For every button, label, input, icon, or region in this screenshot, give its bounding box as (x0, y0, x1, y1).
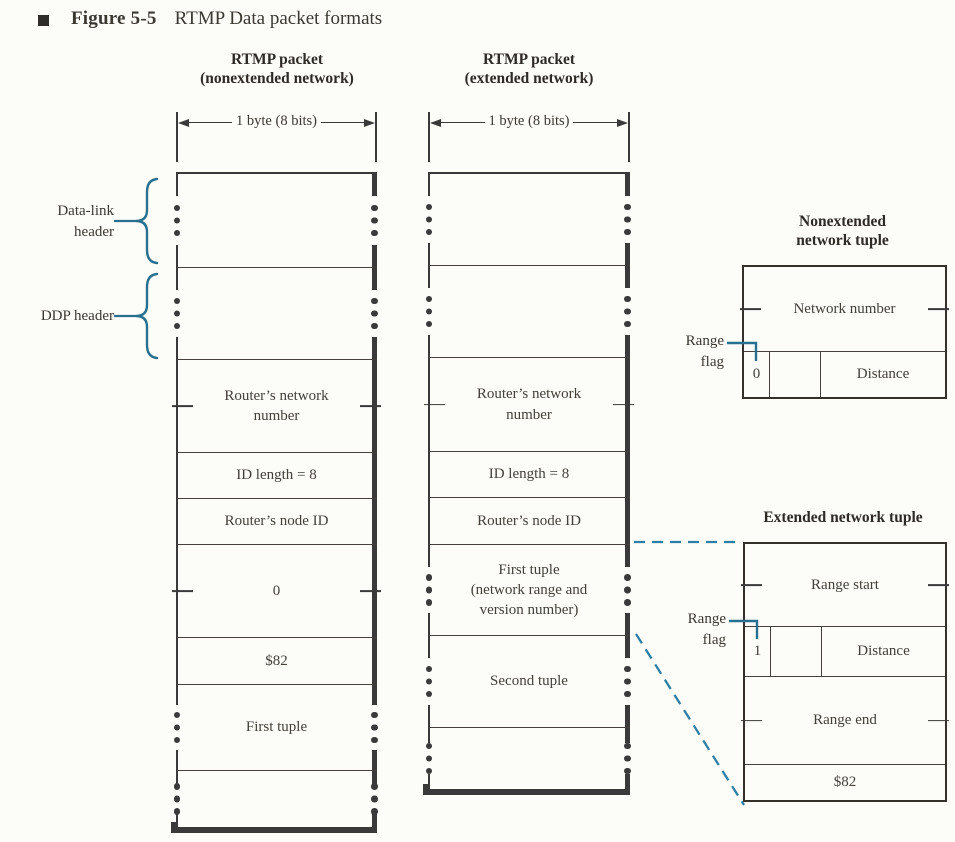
reserved-cell (770, 627, 821, 676)
arrow-endbar (628, 112, 630, 162)
ellipsis-dots-icon (624, 295, 631, 302)
distance-cell: Distance (821, 627, 945, 676)
field-ddp-body (173, 267, 378, 359)
range-flag-label-nonextended: Range flag (685, 333, 724, 370)
arrow-endbar (176, 112, 178, 162)
field-range-start: Range start (741, 544, 949, 626)
reserved-cell (769, 352, 820, 397)
byte-width-arrow-extended: 1 byte (8 bits) (428, 112, 630, 162)
nonextended-tuple-box: Network number 0 Distance (740, 265, 949, 399)
data-link-brace (135, 177, 159, 265)
ellipsis-dots-icon (173, 297, 181, 304)
ellipsis-dots-icon (425, 574, 433, 581)
flag-distance-row: 1 Distance (745, 626, 945, 676)
figure-number: Figure 5-5 (71, 8, 157, 29)
field-first-tuple: First tuple (173, 684, 378, 770)
field-ddp-body (425, 265, 631, 357)
figure-title: RTMP Data packet formats (174, 8, 383, 29)
byte-boundary-tick (360, 590, 381, 592)
range-flag-cell: 1 (753, 643, 762, 660)
field-second-tuple: Second tuple (425, 635, 631, 727)
ellipsis-dots-icon (173, 783, 181, 790)
field-network-number: Network number (740, 267, 949, 351)
nonextended-tuple-title: Nonextended network tuple (796, 213, 889, 250)
field-range-end: Range end (741, 676, 949, 764)
field-routers-network-number: Router’s network number (424, 357, 634, 451)
ellipsis-dots-icon (425, 203, 433, 210)
ellipsis-dots-icon (371, 711, 378, 718)
data-link-header-label: Data-link header (57, 203, 114, 240)
ddp-brace (135, 272, 159, 360)
shadow-corner (423, 784, 428, 795)
byte-width-label: 1 byte (8 bits) (488, 113, 570, 129)
ellipsis-dots-icon (173, 204, 181, 211)
expansion-dash-bottom (635, 633, 745, 806)
shadow-corner (171, 822, 176, 833)
byte-boundary-tick (360, 405, 381, 407)
byte-width-label: 1 byte (8 bits) (236, 113, 317, 129)
extended-tuple-title: Extended network tuple (763, 509, 923, 526)
ellipsis-dots-icon (624, 203, 631, 210)
nonextended-packet-box: Router’s network number ID length = 8 Ro… (171, 172, 381, 833)
byte-boundary-tick (172, 405, 193, 407)
ellipsis-dots-icon (371, 204, 378, 211)
ellipsis-dots-icon (624, 665, 631, 672)
byte-width-arrow-nonextended: 1 byte (8 bits) (176, 112, 377, 162)
range-flag-label-extended: Range flag (687, 611, 726, 648)
extended-tuple-box: Range start 1 Distance Range end $82 (741, 542, 949, 802)
byte-boundary-tick (424, 403, 445, 406)
byte-boundary-tick (740, 308, 761, 310)
square-bullet-icon (38, 14, 49, 26)
extended-packet-box: Router’s network number ID length = 8 Ro… (423, 172, 634, 795)
distance-cell: Distance (820, 352, 945, 397)
field-zero: 0 (172, 544, 381, 637)
arrowhead-right-icon (617, 118, 629, 127)
field-routers-node-id: Router’s node ID (176, 498, 377, 544)
byte-boundary-tick (741, 584, 762, 586)
field-more-tuples (173, 770, 378, 827)
field-datalink-body (425, 174, 631, 265)
field-first-tuple: First tuple (network range and version n… (425, 544, 631, 635)
ellipsis-dots-icon (624, 742, 631, 749)
byte-boundary-tick (928, 584, 949, 586)
field-82: $82 (176, 637, 377, 684)
figure-caption: Figure 5-5 RTMP Data packet formats (38, 8, 382, 30)
ellipsis-dots-icon (425, 295, 433, 302)
ellipsis-dots-icon (425, 665, 433, 672)
field-version-82: $82 (745, 764, 945, 800)
ellipsis-dots-icon (371, 297, 378, 304)
ellipsis-dots-icon (173, 711, 181, 718)
flag-distance-row: 0 Distance (744, 351, 945, 397)
byte-boundary-tick (172, 590, 193, 592)
arrowhead-left-icon (178, 118, 189, 127)
field-id-length: ID length = 8 (428, 451, 630, 497)
field-datalink-body (173, 174, 378, 267)
ddp-header-label: DDP header (40, 308, 114, 324)
field-id-length: ID length = 8 (176, 452, 377, 498)
ellipsis-dots-icon (371, 783, 378, 790)
extended-packet-title: RTMP packet (extended network) (464, 51, 594, 88)
arrowhead-right-icon (364, 118, 376, 127)
byte-boundary-tick (928, 719, 949, 722)
byte-boundary-tick (741, 719, 762, 722)
range-flag-cell: 0 (752, 366, 761, 383)
arrow-endbar (428, 112, 430, 162)
ellipsis-dots-icon (425, 742, 433, 749)
field-routers-node-id: Router’s node ID (428, 497, 630, 544)
field-routers-network-number: Router’s network number (172, 359, 381, 452)
arrowhead-left-icon (430, 118, 441, 127)
field-more-tuples (425, 727, 631, 789)
byte-boundary-tick (928, 308, 949, 310)
byte-boundary-tick (613, 403, 634, 406)
nonextended-packet-title: RTMP packet (nonextended network) (200, 51, 354, 88)
arrow-endbar (375, 112, 377, 162)
ellipsis-dots-icon (624, 574, 631, 581)
